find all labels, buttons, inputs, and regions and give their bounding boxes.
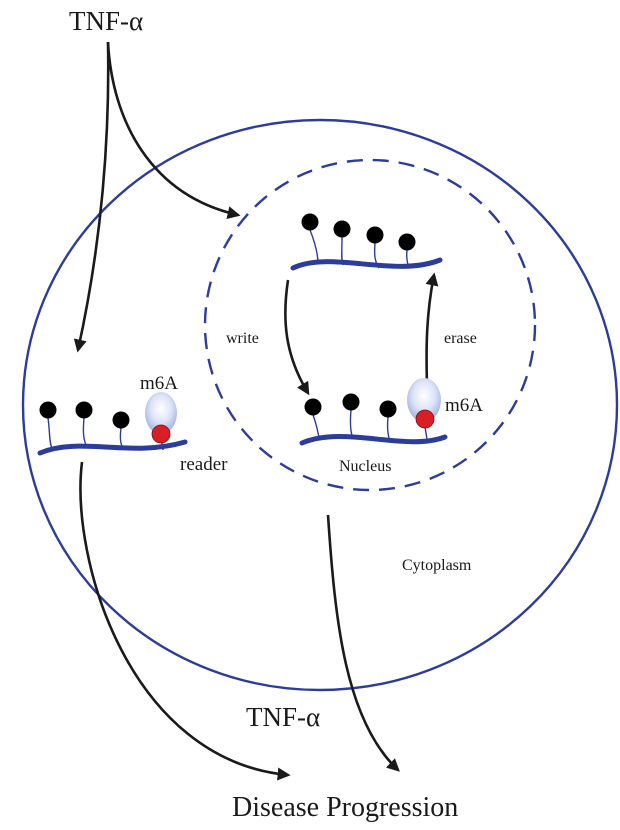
nucleotide	[112, 411, 130, 429]
nucleotide	[39, 401, 57, 419]
erase-arrow	[425, 272, 439, 386]
rna-strand-cytoplasm	[37, 392, 188, 456]
tnf-to-cytoplasm-arrow	[73, 41, 110, 353]
write-label: write	[226, 330, 259, 347]
reader-label: reader	[180, 454, 228, 475]
m6a-label-cytoplasm: m6A	[140, 373, 178, 394]
m6a-label-nucleus: m6A	[445, 395, 483, 416]
nucleotide	[366, 226, 384, 244]
nucleus-to-disease-arrow	[326, 514, 400, 772]
m6a-reader-protein	[407, 378, 441, 422]
write-arrow	[284, 279, 310, 396]
nucleotide	[75, 401, 93, 419]
disease-progression-label: Disease Progression	[232, 792, 458, 823]
tnf-alpha-label-top: TNF-α	[69, 6, 143, 36]
nucleotide	[333, 220, 351, 238]
cell-membrane	[21, 118, 619, 692]
m6a-methyl-group	[151, 424, 171, 444]
nucleotide	[398, 233, 416, 251]
m6a-reader-protein	[145, 392, 177, 434]
nucleus-membrane	[203, 158, 537, 492]
erase-label: erase	[444, 330, 477, 347]
nucleotide	[342, 393, 360, 411]
nucleotide	[301, 213, 319, 231]
tnf-alpha-label-bottom: TNF-α	[246, 702, 320, 732]
nucleotide	[379, 400, 397, 418]
rna-strand-nucleus-bottom	[299, 378, 448, 446]
cytoplasm-label: Cytoplasm	[402, 557, 472, 574]
nucleotide	[304, 398, 322, 416]
reader-to-disease-arrow	[79, 461, 291, 781]
m6a-methyl-group	[415, 409, 435, 429]
nucleus-label: Nucleus	[339, 458, 391, 475]
rna-strand-nucleus-top	[290, 213, 443, 271]
tnf-to-nucleus-arrow	[106, 41, 241, 220]
